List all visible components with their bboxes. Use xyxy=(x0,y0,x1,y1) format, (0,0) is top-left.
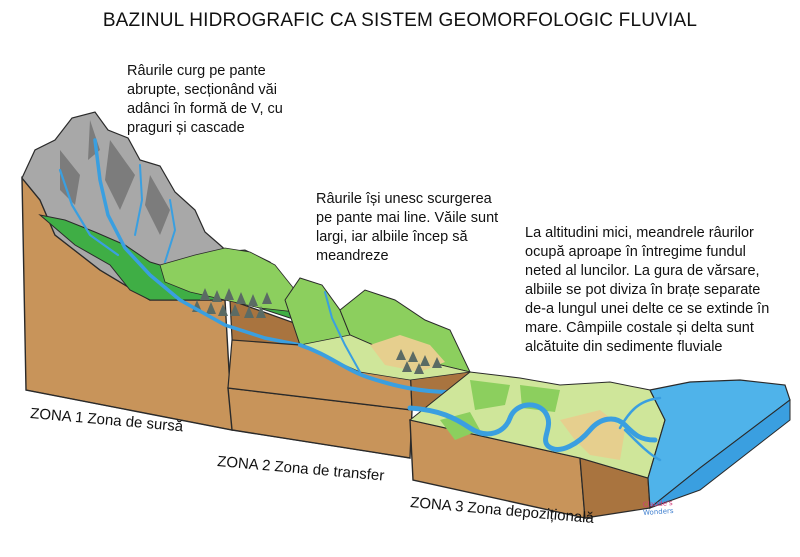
zone3-annotation-line: mare. Câmpiile costale și delta sunt xyxy=(525,319,769,338)
zone3-annotation-line: alcătuite din sedimente fluviale xyxy=(525,338,769,357)
zone1-annotation: Râurile curg pe pante abrupte, secționân… xyxy=(127,62,283,138)
author-logo: Claude's Wonders xyxy=(639,499,676,517)
zone1-annotation-line: adânci în formă de V, cu xyxy=(127,100,283,119)
zone3-annotation-line: La altitudini mici, meandrele râurilor xyxy=(525,224,769,243)
zone3-block xyxy=(410,372,790,518)
diagram-title: BAZINUL HIDROGRAFIC CA SISTEM GEOMORFOLO… xyxy=(0,10,800,32)
zone2-annotation-line: pe pante mai line. Văile sunt xyxy=(316,209,498,228)
zone2-annotation-line: meandreze xyxy=(316,247,498,266)
zone3-annotation-line: albiile se pot diviza în brațe separate xyxy=(525,281,769,300)
zone2-annotation-line: largi, iar albiile încep să xyxy=(316,228,498,247)
zone2-annotation: Râurile își unesc scurgerea pe pante mai… xyxy=(316,190,498,266)
zone2-annotation-line: Râurile își unesc scurgerea xyxy=(316,190,498,209)
zone1-annotation-line: Râurile curg pe pante xyxy=(127,62,283,81)
sea xyxy=(648,380,790,508)
zone3-annotation-line: neted al luncilor. La gura de vărsare, xyxy=(525,262,769,281)
zone3-annotation-line: de-a lungul unei delte ce se extinde în xyxy=(525,300,769,319)
zone1-annotation-line: praguri și cascade xyxy=(127,119,283,138)
zone3-annotation-line: ocupă aproape în întregime fundul xyxy=(525,243,769,262)
zone3-annotation: La altitudini mici, meandrele râurilor o… xyxy=(525,224,769,357)
zone1-annotation-line: abrupte, secționând văi xyxy=(127,81,283,100)
